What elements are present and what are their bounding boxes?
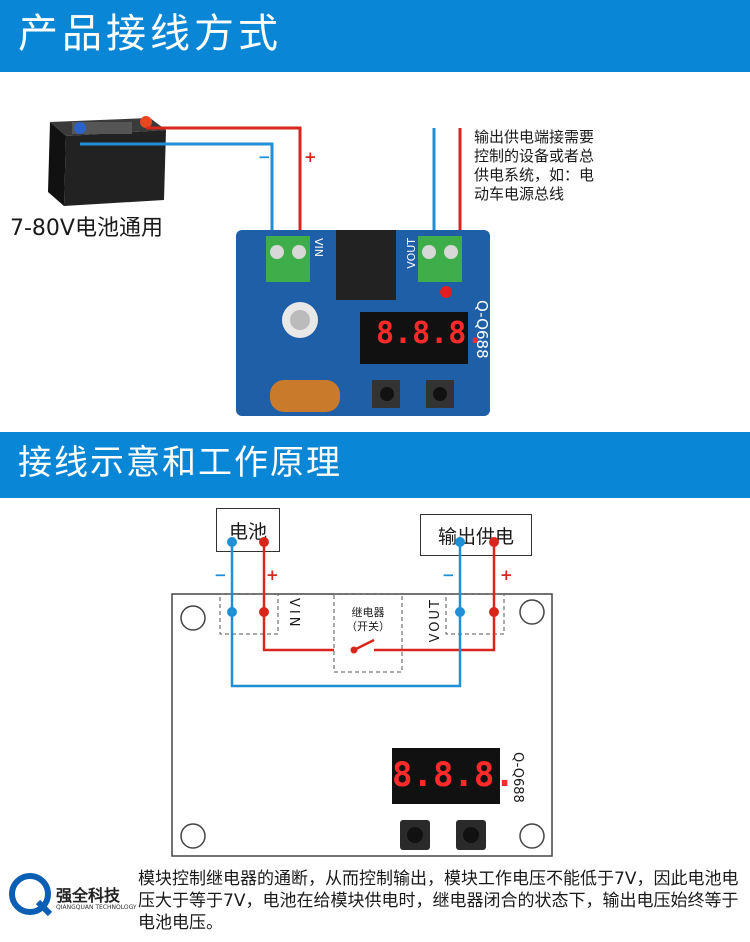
section-header-principle: 接线示意和工作原理 [0, 432, 750, 498]
schematic-led-display [392, 748, 500, 804]
relay-label: 继电器 [351, 606, 385, 619]
battery-minus-mark: − [214, 566, 227, 584]
output-terminal-block [418, 236, 462, 282]
relay-box [333, 593, 403, 673]
vin-terminal-box [219, 593, 279, 635]
input-minus-mark: − [258, 148, 271, 166]
schematic-diagram [171, 537, 553, 857]
output-minus-mark: − [442, 566, 455, 584]
brand-name: 强全科技 [56, 886, 121, 905]
input-plus-mark: + [304, 148, 317, 166]
inductor-coil [270, 380, 340, 412]
vout-terminal-box [445, 593, 505, 635]
photo-vout-label: VOUT [405, 238, 418, 269]
battery-positive-terminal [140, 116, 152, 128]
wiring-photo-wires [80, 126, 462, 240]
photo-display-digits: 8.8.8. [376, 316, 485, 351]
schematic-vin-label: VIN [286, 598, 301, 630]
battery-voltage-label: 7-80V电池通用 [10, 216, 163, 241]
relay-component [336, 230, 396, 300]
section-title: 产品接线方式 [18, 11, 282, 57]
battery-box: 电池 [216, 508, 280, 552]
section-header-wiring: 产品接线方式 [0, 0, 750, 72]
relay-switch [353, 638, 375, 652]
brand-logo: 强全科技 QIANGQUAN TECHNOLOGY [8, 868, 138, 928]
photo-model-label: Q-Q688 [473, 300, 491, 359]
section-title: 接线示意和工作原理 [18, 443, 342, 483]
brand-logo-icon [9, 873, 53, 917]
battery-negative-terminal [74, 122, 86, 134]
brand-name-en: QIANGQUAN TECHNOLOGY [56, 904, 137, 911]
status-led [440, 286, 452, 298]
module-board-photo [236, 230, 490, 416]
output-plus-mark: + [500, 566, 513, 584]
relay-label-switch: （开关） [346, 620, 390, 633]
input-terminal-block [266, 236, 310, 282]
battery-illustration [48, 116, 166, 206]
output-connection-note: 输出供电端接需要控制的设备或者总供电系统，如：电动车电源总线 [474, 128, 595, 203]
battery-plus-mark: + [266, 566, 279, 584]
photo-vin-label: VIN [312, 238, 325, 257]
schematic-display-digits: 8.8.8. [392, 755, 515, 795]
led-display [360, 312, 468, 364]
schematic-vout-label: VOUT [428, 598, 443, 643]
principle-description: 模块控制继电器的通断，从而控制输出，模块工作电压不能低于7V，因此电池电压大于等… [138, 869, 739, 933]
schematic-model-label: Q-Q688 [510, 752, 525, 803]
